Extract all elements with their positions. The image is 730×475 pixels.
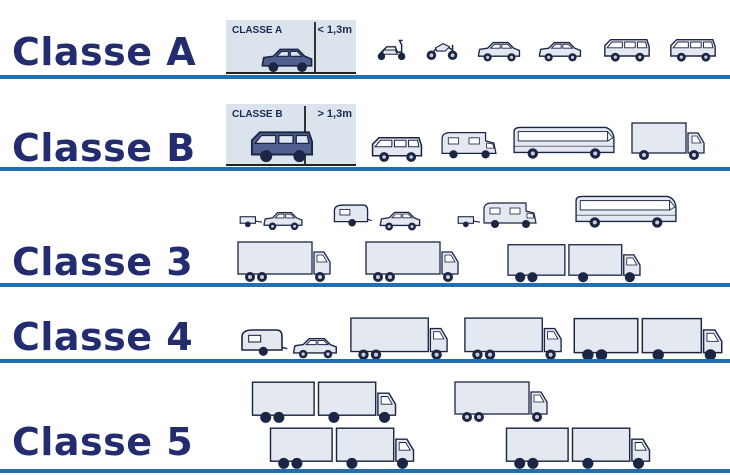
van-icon [668, 35, 718, 63]
car-icon [476, 38, 522, 63]
class-4-divider [0, 359, 730, 363]
gauge-a-value: < 1,3m [317, 24, 352, 36]
gauge-b-title: CLASSE B [232, 109, 283, 120]
gauge-b-value: > 1,3m [317, 108, 352, 120]
truck-icon [456, 316, 570, 362]
class-3-divider [0, 283, 730, 287]
class-5-divider [0, 469, 730, 473]
campervan-icon [482, 198, 538, 230]
class-a-height-gauge: CLASSE A < 1,3m [226, 20, 356, 74]
car-icon [376, 208, 424, 232]
car-icon [261, 48, 313, 73]
road-train-icon [572, 316, 724, 362]
road-train-icon [242, 380, 406, 424]
class-b-height-gauge: CLASSE B > 1,3m [226, 104, 356, 166]
truck-icon [438, 380, 564, 424]
truck-icon [344, 316, 454, 362]
road-train-icon [242, 426, 442, 470]
class-b-divider [0, 167, 730, 171]
truck-icon [236, 240, 332, 284]
class-a-divider [0, 75, 730, 79]
scooter-icon [374, 38, 408, 62]
gauge-a-pole [314, 22, 316, 72]
class-a-label: Classe A [12, 30, 197, 74]
class-3-label: Classe 3 [12, 240, 194, 284]
class-b-label: Classe B [12, 126, 196, 170]
trailer-icon [456, 212, 480, 228]
van-icon [250, 131, 314, 163]
campervan-icon [440, 126, 498, 162]
van-icon [370, 132, 424, 164]
bus-icon [512, 122, 616, 162]
caravan-icon [330, 200, 372, 230]
car-icon [288, 334, 342, 360]
truck-icon [362, 240, 462, 284]
gauge-a-title: CLASSE A [232, 25, 283, 36]
caravan-icon [236, 326, 288, 358]
van-icon [600, 35, 654, 63]
bus-icon [574, 192, 678, 230]
truck-icon [630, 120, 706, 162]
car-icon [535, 38, 585, 63]
motorcycle-icon [424, 38, 460, 62]
road-train-icon [506, 242, 642, 284]
class-5-label: Classe 5 [12, 420, 194, 464]
road-train-icon [472, 426, 684, 470]
class-4-label: Classe 4 [12, 315, 194, 359]
trailer-icon [238, 212, 262, 228]
car-icon [262, 208, 304, 232]
